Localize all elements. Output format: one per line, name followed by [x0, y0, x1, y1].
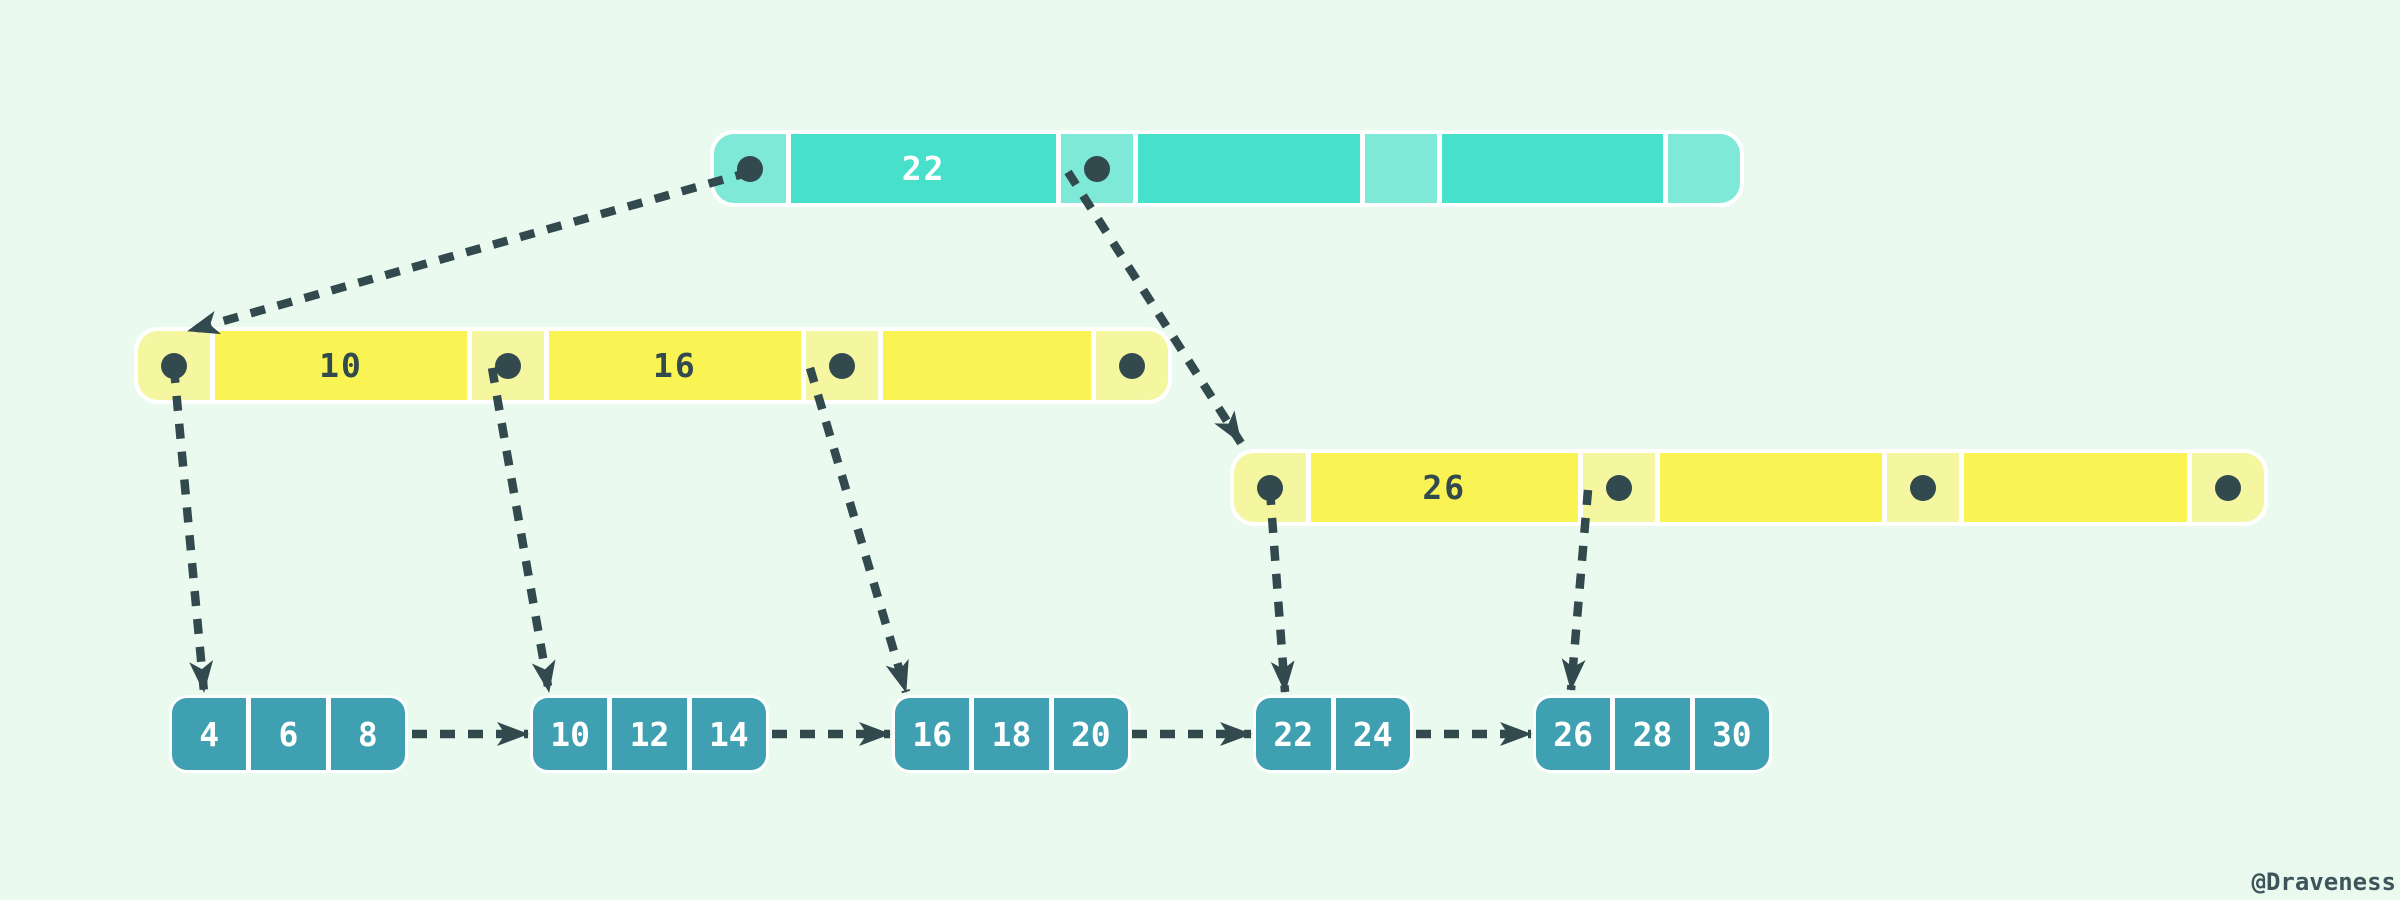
node-internal-right: 26 — [1230, 449, 2268, 526]
key-cell: 10 — [215, 331, 467, 400]
leaf-value-cell: 4 — [172, 698, 247, 770]
leaf-value-cell: 24 — [1335, 698, 1410, 770]
pointer-dot-icon — [494, 352, 521, 379]
pointer-cell — [1096, 331, 1168, 400]
node-root: 22 — [710, 130, 1744, 207]
leaf-value-cell: 14 — [691, 698, 766, 770]
pointer-cell — [1887, 453, 1960, 522]
pointer-dot-icon — [1605, 474, 1632, 501]
leaf-value-cell: 8 — [330, 698, 405, 770]
pointer-cell — [1582, 453, 1655, 522]
leaf-value-cell: 28 — [1615, 698, 1690, 770]
leaf-value-cell: 6 — [251, 698, 326, 770]
key-cell: 26 — [1311, 453, 1578, 522]
pointer-dot-icon — [828, 352, 855, 379]
pointer-cell — [805, 331, 878, 400]
key-cell — [882, 331, 1092, 400]
leaf-value-cell: 30 — [1694, 698, 1769, 770]
leaf-value-cell: 20 — [1053, 698, 1128, 770]
pointer-dot-icon — [737, 155, 763, 182]
leaf-value-cell: 12 — [612, 698, 687, 770]
pointer-cell — [1364, 134, 1437, 203]
leaf-value-cell: 16 — [895, 698, 970, 770]
pointer-dot-icon — [1084, 155, 1111, 182]
key-cell — [1441, 134, 1664, 203]
node-internal-left: 10 16 — [134, 327, 1172, 404]
pointer-cell — [1668, 134, 1740, 203]
pointer-dot-icon — [1910, 474, 1937, 501]
leaf-value-cell: 26 — [1536, 698, 1611, 770]
watermark-credit: @Draveness — [2251, 868, 2397, 896]
leaf-value-cell: 10 — [533, 698, 608, 770]
pointer-dot-icon — [1119, 352, 1146, 379]
key-cell — [1659, 453, 1883, 522]
pointer-cell — [1061, 134, 1134, 203]
pointer-dot-icon — [2215, 474, 2241, 501]
leaf-value-cell: 22 — [1256, 698, 1331, 770]
key-cell — [1964, 453, 2187, 522]
key-cell: 16 — [548, 331, 801, 400]
key-cell — [1138, 134, 1360, 203]
pointer-cell — [2192, 453, 2264, 522]
leaf-value-cell: 18 — [974, 698, 1049, 770]
pointer-cell — [714, 134, 786, 203]
pointer-dot-icon — [161, 352, 187, 379]
pointer-cell — [471, 331, 544, 400]
pointer-cell — [138, 331, 210, 400]
key-cell: 22 — [791, 134, 1057, 203]
pointer-cell — [1234, 453, 1306, 522]
pointer-dot-icon — [1257, 474, 1283, 501]
